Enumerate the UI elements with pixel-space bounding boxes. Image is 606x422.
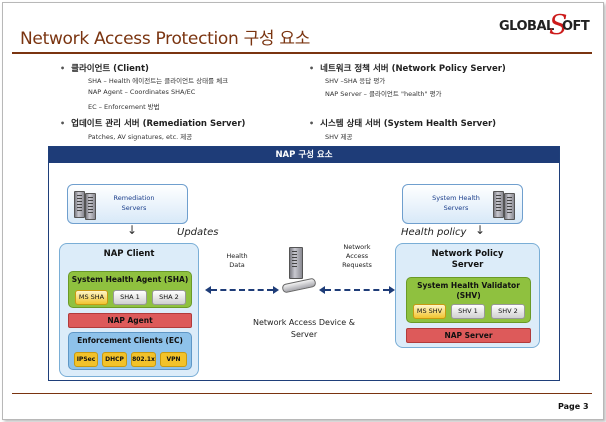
chip-ms-shv: MS SHV (413, 304, 446, 319)
bullet-dot-icon: • (309, 119, 315, 128)
access-requests-line1: Network (343, 243, 371, 251)
nap-client-box: NAP Client System Health Agent (SHA) MS … (59, 243, 199, 377)
bullet-nps-title: 네트워크 정책 서버 (Network Policy Server) (320, 64, 506, 74)
chip-ms-sha: MS SHA (75, 290, 108, 305)
bullet-dot-icon: • (60, 119, 66, 128)
nap-server-bar: NAP Server (406, 328, 531, 343)
access-requests-line3: Requests (342, 261, 372, 269)
sub-nap-agent: NAP Agent – Coordinates SHA/EC (88, 88, 196, 96)
logo-part1: GLOBAL (499, 19, 554, 34)
access-requests-dashed-line (325, 289, 389, 291)
device-line1: Network Access Device & (252, 318, 355, 327)
access-requests-line2: Access (345, 252, 369, 260)
system-health-line2: Servers (443, 204, 469, 212)
system-health-line1: System Health (432, 194, 480, 202)
title-rule (12, 52, 592, 54)
ec-box: Enforcement Clients (EC) IPSec DHCP 802.… (68, 332, 192, 370)
logo-part2: OFT (562, 19, 590, 34)
updates-label: Updates (177, 227, 219, 238)
bullet-client: • 클라이언트 (Client) (60, 62, 149, 74)
arrow-down-icon: ↓ (127, 223, 138, 237)
device-line2: Server (290, 330, 318, 339)
shv-title-line1: System Health Validator (417, 281, 520, 290)
sub-nap-server: NAP Server – 클라이언트 "health" 평가 (325, 90, 442, 98)
arrow-right-icon (389, 286, 395, 294)
sub-ec: EC – Enforcement 방법 (88, 103, 160, 111)
nps-title-line1: Network Policy (431, 249, 504, 259)
bullet-dot-icon: • (60, 64, 66, 73)
shv-title-line2: (SHV) (456, 291, 481, 300)
arrow-right-icon (273, 286, 279, 294)
nps-title: Network Policy Server (396, 249, 539, 271)
slide-title: Network Access Protection 구성 요소 (20, 29, 311, 49)
logo-s: S (549, 10, 568, 41)
chip-shv-2: SHV 2 (491, 304, 525, 319)
server-tower-icon (493, 191, 504, 218)
nap-diagram: NAP 구성 요소 Remediation Servers System Hea… (48, 146, 560, 381)
bullet-system-health: • 시스템 상태 서버 (System Health Server) (309, 117, 496, 129)
chip-8021x: 802.1x (131, 352, 156, 367)
network-server-icon (289, 247, 303, 279)
server-tower-icon (85, 193, 96, 220)
network-switch-icon (281, 277, 317, 294)
network-policy-server-box: Network Policy Server System Health Vali… (395, 243, 540, 348)
health-data-line1: Health (226, 252, 248, 260)
chip-sha-2: SHA 2 (152, 290, 186, 305)
nap-agent-bar: NAP Agent (68, 313, 192, 328)
chip-shv-1: SHV 1 (451, 304, 485, 319)
health-data-label: Health Data (217, 252, 257, 270)
remediation-servers-box: Remediation Servers (67, 184, 188, 224)
sha-title: System Health Agent (SHA) (71, 275, 189, 284)
globalsoft-logo: GLOBAL S OFT (499, 10, 591, 47)
server-tower-icon (504, 193, 515, 220)
arrow-left-icon (319, 286, 325, 294)
sub-sha: SHA – Health 에이전트는 클라이언트 상태를 체크 (88, 77, 229, 85)
bullet-dot-icon: • (309, 64, 315, 73)
health-policy-label: Health policy (401, 227, 467, 238)
shv-box: System Health Validator (SHV) MS SHV SHV… (406, 277, 531, 323)
server-tower-icon (74, 191, 85, 218)
footer-rule (12, 393, 592, 394)
arrow-down-icon: ↓ (475, 223, 486, 237)
diagram-header: NAP 구성 요소 (49, 147, 559, 163)
health-data-line2: Data (229, 261, 245, 269)
chip-sha-1: SHA 1 (113, 290, 147, 305)
nap-client-title: NAP Client (103, 249, 155, 259)
bullet-system-health-title: 시스템 상태 서버 (System Health Server) (320, 119, 497, 129)
remediation-line2: Servers (121, 204, 147, 212)
bullet-remediation-title: 업데이트 관리 서버 (Remediation Server) (71, 119, 246, 129)
sub-shv-provide: SHV 제공 (325, 133, 353, 141)
remediation-line1: Remediation (113, 194, 155, 202)
chip-dhcp: DHCP (102, 352, 127, 367)
ec-title: Enforcement Clients (EC) (77, 336, 183, 345)
system-health-servers-label: System Health Servers (421, 193, 491, 213)
chip-ipsec: IPSec (74, 352, 98, 367)
sha-box: System Health Agent (SHA) MS SHA SHA 1 S… (68, 271, 192, 308)
sub-patches: Patches, AV signatures, etc. 제공 (88, 133, 193, 141)
remediation-servers-label: Remediation Servers (104, 193, 164, 213)
system-health-servers-box: System Health Servers (402, 184, 523, 224)
network-device-label: Network Access Device & Server (239, 317, 369, 341)
chip-vpn: VPN (160, 352, 187, 367)
page-number: Page 3 (558, 402, 589, 411)
arrow-left-icon (205, 286, 211, 294)
health-data-dashed-line (211, 289, 273, 291)
shv-title: System Health Validator (SHV) (407, 281, 530, 301)
access-requests-label: Network Access Requests (333, 243, 381, 270)
bullet-remediation: • 업데이트 관리 서버 (Remediation Server) (60, 117, 245, 129)
bullet-client-title: 클라이언트 (Client) (71, 64, 149, 74)
nps-title-line2: Server (451, 260, 484, 270)
sub-shv: SHV –SHA 응답 평가 (325, 77, 386, 85)
bullet-nps: • 네트워크 정책 서버 (Network Policy Server) (309, 62, 506, 74)
